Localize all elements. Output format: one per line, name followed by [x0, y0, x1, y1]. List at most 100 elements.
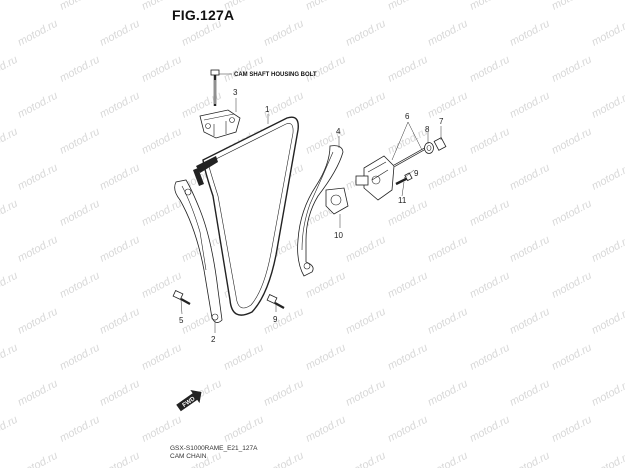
watermark-text: motod.ru [344, 306, 388, 337]
watermark-text: motod.ru [468, 0, 512, 13]
watermark-text: motod.ru [508, 162, 552, 193]
watermark-text: motod.ru [426, 306, 470, 337]
watermark-text: motod.ru [140, 342, 184, 373]
watermark-text: motod.ru [16, 378, 60, 409]
watermark-text: motod.ru [222, 414, 266, 445]
watermark-text: motod.ru [550, 198, 594, 229]
callout-5: 5 [179, 316, 184, 325]
tensioner-spring [393, 147, 427, 167]
callout-6: 6 [405, 112, 410, 121]
watermark-text: motod.ru [0, 126, 20, 157]
watermark-text: motod.ru [426, 378, 470, 409]
callout-4: 4 [336, 127, 341, 136]
watermark-text: motod.ru [550, 414, 594, 445]
callout-3: 3 [233, 88, 238, 97]
callout-7: 7 [439, 117, 444, 126]
watermark-text: motod.ru [262, 18, 306, 49]
watermark-text: motod.ru [16, 90, 60, 121]
callout-11: 11 [398, 196, 407, 205]
watermark-text: motod.ru [98, 234, 142, 265]
cam-chain-tensioner [355, 155, 395, 201]
watermark-text: motod.ru [58, 0, 102, 13]
watermark-text: motod.ru [344, 450, 388, 468]
watermark-text: motod.ru [0, 198, 20, 229]
watermark-text: motod.ru [304, 0, 348, 13]
watermark-text: motod.ru [508, 450, 552, 468]
watermark-text: motod.ru [550, 0, 594, 13]
watermark-text: motod.ru [58, 198, 102, 229]
callout-8: 8 [425, 125, 430, 134]
watermark-text: motod.ru [262, 450, 306, 468]
housing-bolt [210, 69, 220, 106]
watermark-text: motod.ru [426, 18, 470, 49]
callout-9: 9 [273, 315, 278, 324]
watermark-text: motod.ru [550, 270, 594, 301]
watermark-text: motod.ru [16, 306, 60, 337]
watermark-text: motod.ru [344, 18, 388, 49]
watermark-text: motod.ru [590, 90, 625, 121]
watermark-text: motod.ru [222, 54, 266, 85]
watermark-text: motod.ru [426, 450, 470, 468]
watermark-text: motod.ru [98, 162, 142, 193]
watermark-text: motod.ru [58, 270, 102, 301]
tensioner-guide [297, 145, 344, 277]
watermark-text: motod.ru [16, 234, 60, 265]
watermark-text: motod.ru [0, 414, 20, 445]
watermark-text: motod.ru [386, 270, 430, 301]
watermark-text: motod.ru [140, 198, 184, 229]
watermark-text: motod.ru [590, 378, 625, 409]
watermark-text: motod.ru [386, 198, 430, 229]
watermark-text: motod.ru [386, 414, 430, 445]
tensioner-bolt [395, 172, 413, 186]
model-code: GSX-S1000RAME_E21_127A [170, 445, 258, 452]
watermark-text: motod.ru [222, 342, 266, 373]
guide-bolt-left [172, 290, 191, 305]
watermark-text: motod.ru [468, 270, 512, 301]
watermark-text: motod.ru [386, 342, 430, 373]
watermark-text: motod.ru [262, 306, 306, 337]
watermark-text: motod.ru [58, 126, 102, 157]
tensioner-cap-bolt [433, 137, 447, 151]
watermark-text: motod.ru [140, 54, 184, 85]
callout-1: 1 [265, 105, 270, 114]
watermark-text: motod.ru [98, 306, 142, 337]
callout-9-tensioner: 9 [414, 169, 419, 178]
watermark-text: motod.ru [590, 450, 625, 468]
watermark-text: motod.ru [58, 414, 102, 445]
watermark-text: motod.ru [304, 342, 348, 373]
section-name: CAM CHAIN [170, 453, 207, 460]
watermark-text: motod.ru [468, 414, 512, 445]
watermark-text: motod.ru [98, 450, 142, 468]
cam-shaft-housing [199, 109, 241, 139]
tensioner-washer [424, 142, 434, 154]
watermark-text: motod.ru [0, 342, 20, 373]
cam-chain [193, 116, 299, 316]
callout-2: 2 [211, 335, 216, 344]
watermark-text: motod.ru [426, 234, 470, 265]
watermark-text: motod.ru [58, 54, 102, 85]
leader-lines [180, 98, 442, 333]
watermark-text: motod.ru [344, 90, 388, 121]
watermark-text: motod.ru [16, 162, 60, 193]
figure-title: FIG.127A [172, 7, 235, 23]
tensioner-gasket [325, 187, 349, 215]
watermark-text: motod.ru [98, 90, 142, 121]
watermark-text: motod.ru [590, 306, 625, 337]
watermark-text: motod.ru [386, 126, 430, 157]
watermark-text: motod.ru [386, 54, 430, 85]
watermark-text: motod.ru [508, 378, 552, 409]
watermark-text: motod.ru [468, 54, 512, 85]
watermark-text: motod.ru [508, 90, 552, 121]
watermark-text: motod.ru [508, 306, 552, 337]
watermark-text: motod.ru [344, 234, 388, 265]
callout-10: 10 [334, 231, 343, 240]
watermark-text: motod.ru [0, 0, 20, 13]
watermark-text: motod.ru [140, 414, 184, 445]
watermark-text: motod.ru [0, 270, 20, 301]
watermark-text: motod.ru [304, 270, 348, 301]
guide-bolt-right [266, 294, 285, 309]
cam-shaft-housing-bolt-label: CAM SHAFT HOUSING BOLT [234, 72, 317, 78]
watermark-text: motod.ru [386, 0, 430, 13]
